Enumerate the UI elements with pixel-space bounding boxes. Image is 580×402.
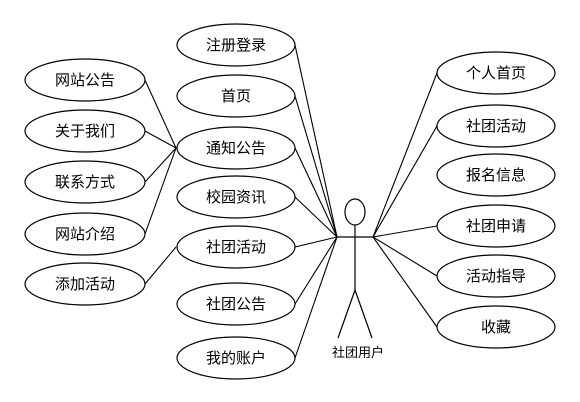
edge-actor-favorites [372,236,438,328]
use-case-label: 网站公告 [55,71,115,89]
edge-notice-actor [294,147,338,238]
edge-site-intro-notice [144,147,177,235]
edge-club-activity-actor [294,236,338,248]
use-case-label: 通知公告 [206,139,266,157]
use-case-label: 个人首页 [466,64,526,82]
use-case-site-notice: 网站公告 [24,58,146,102]
use-case-activity-guide: 活动指导 [436,254,556,298]
use-case-club-activity-right: 社团活动 [436,104,556,148]
edge-contact-notice [144,147,177,183]
use-case-label: 联系方式 [55,173,115,191]
use-case-label: 首页 [221,87,251,105]
actor-left-leg [337,289,356,339]
use-case-label: 社团活动 [206,238,266,256]
use-case-label: 网站介绍 [55,225,115,243]
use-case-label: 报名信息 [466,166,526,184]
use-case-label: 我的账户 [206,349,266,367]
edge-actor-activity-guide [372,236,438,277]
use-case-label: 社团公告 [206,295,266,313]
use-case-notice: 通知公告 [176,126,296,170]
use-case-label: 社团活动 [466,117,526,135]
use-case-label: 关于我们 [55,122,115,140]
use-case-about-us: 关于我们 [24,109,146,153]
use-case-my-account: 我的账户 [176,336,296,380]
edge-actor-personal-home [372,72,438,238]
edge-campus-news-actor [294,196,338,238]
use-case-club-activity: 社团活动 [176,225,296,269]
edge-about-us-notice [144,130,177,149]
edge-my-account-actor [294,236,338,359]
edge-site-notice-notice [144,79,177,149]
use-case-register: 注册登录 [176,23,296,67]
use-case-label: 社团申请 [466,217,526,235]
use-case-home: 首页 [176,74,296,118]
use-case-favorites: 收藏 [436,305,556,349]
use-case-club-apply: 社团申请 [436,204,556,248]
use-case-campus-news: 校园资讯 [176,175,296,219]
use-case-personal-home: 个人首页 [436,51,556,95]
actor-right-leg [354,289,373,339]
actor-stick-figure [337,198,373,339]
use-case-label: 活动指导 [466,267,526,285]
actor-head [344,198,366,226]
actor-label: 社团用户 [332,345,384,361]
use-case-add-activity: 添加活动 [24,262,146,306]
use-case-label: 添加活动 [55,275,115,293]
edge-actor-club-apply [372,225,438,238]
use-case-signup-info: 报名信息 [436,153,556,197]
use-case-contact: 联系方式 [24,160,146,204]
use-case-club-notice: 社团公告 [176,282,296,326]
edge-register-actor [294,44,338,238]
edge-actor-club-activity-r [372,125,438,238]
edge-add-activity-club-activity [144,246,177,285]
edge-club-notice-actor [294,236,338,305]
use-case-label: 注册登录 [206,36,266,54]
connector-lines [144,44,438,359]
use-case-label: 收藏 [481,318,511,336]
edge-home-actor [294,95,338,238]
use-case-label: 校园资讯 [206,188,266,206]
use-case-site-intro: 网站介绍 [24,212,146,256]
